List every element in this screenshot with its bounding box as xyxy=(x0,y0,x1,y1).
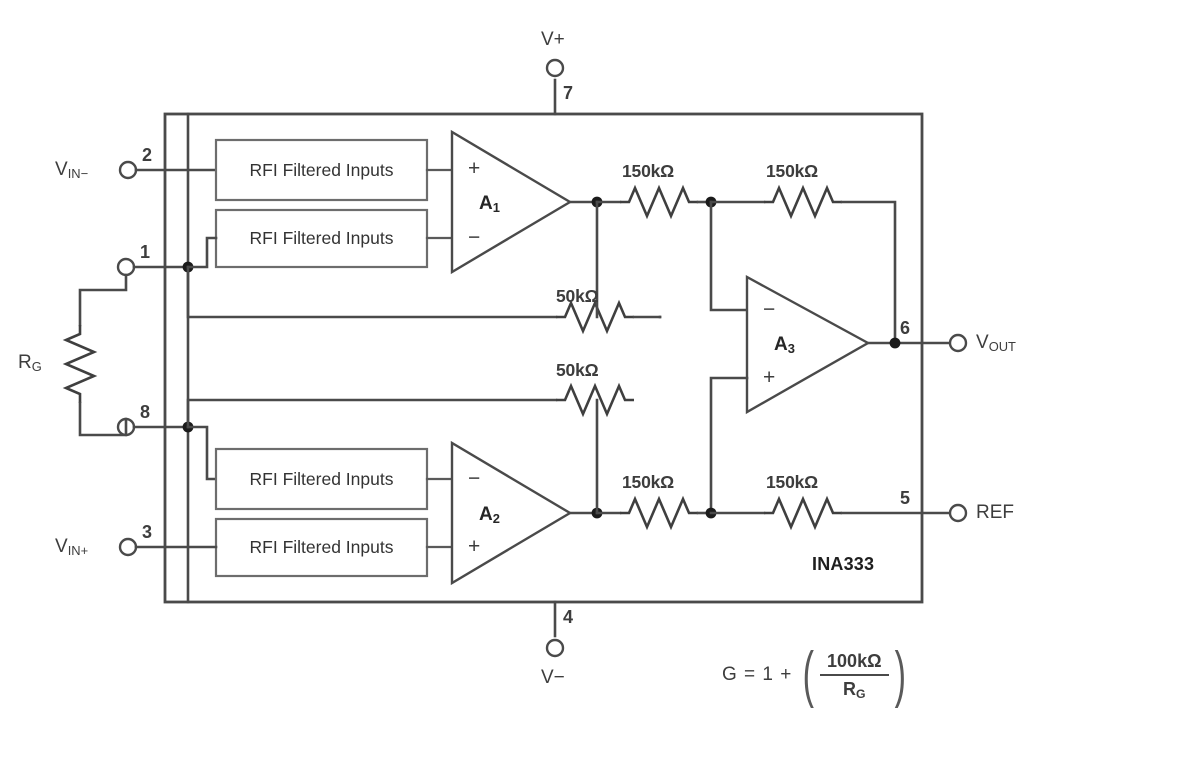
terminal-ref[interactable] xyxy=(948,503,968,523)
pin-number-5: 5 xyxy=(900,488,911,508)
amplifier-a3-label-sub: 3 xyxy=(787,341,795,357)
pin-number-3: 3 xyxy=(142,522,153,542)
amplifier-a2-label-sub: 2 xyxy=(492,511,500,527)
amplifier-a1-label-main: A xyxy=(479,193,493,214)
resistor-r-a2-in-label: 150kΩ xyxy=(622,472,674,492)
amplifier-a3-body xyxy=(745,274,871,415)
resistor-r-a1-in-label: 150kΩ xyxy=(622,161,674,181)
amplifier-a2-label: A2 xyxy=(479,504,500,527)
gain-equation-bracket-close: ) xyxy=(894,640,906,709)
rfi-block-a2-minus-box xyxy=(214,447,429,511)
label-rg-sub: G xyxy=(31,359,42,375)
gain-equation-fraction: 100kΩ RG xyxy=(820,650,889,702)
terminal-vout[interactable] xyxy=(948,333,968,353)
gain-equation-lead: G = 1 + xyxy=(722,664,793,686)
resistor-r-fb-a1 xyxy=(556,299,634,335)
label-vin-plus: VIN+ xyxy=(55,536,89,559)
wire-r2-to-output xyxy=(840,200,897,345)
wire-rg-bottom-leg xyxy=(78,401,128,437)
pin-number-7: 7 xyxy=(563,83,574,103)
resistor-rg xyxy=(62,325,98,403)
wire-pin8-to-rfi-a2-minus xyxy=(186,425,218,481)
pin-number-6: 6 xyxy=(900,318,911,338)
gain-equation-bracket-open: ( xyxy=(803,640,815,709)
amplifier-a1-body xyxy=(450,129,573,275)
resistor-r-fb-a2-label: 50kΩ xyxy=(556,360,599,380)
label-vin-plus-main: V xyxy=(55,536,68,557)
terminal-rg-top[interactable] xyxy=(116,257,136,277)
resistor-r-a1-in xyxy=(620,184,698,220)
amplifier-a1-label-sub: 1 xyxy=(492,200,500,216)
rfi-block-a1-plus-box xyxy=(214,138,429,202)
label-vin-minus-sub: IN− xyxy=(67,166,89,182)
terminal-vin-plus[interactable] xyxy=(118,537,138,557)
resistor-r-fb-a2 xyxy=(556,382,634,418)
label-vout: VOUT xyxy=(976,332,1016,355)
label-vout-main: V xyxy=(976,332,989,353)
part-number-label: INA333 xyxy=(812,554,875,574)
rfi-block-a1-plus-label: RFI Filtered Inputs xyxy=(249,159,394,180)
resistor-r-fb-a1-label: 50kΩ xyxy=(556,286,599,306)
gain-equation-denominator-main: R xyxy=(843,679,856,700)
rfi-block-a1-minus-label: RFI Filtered Inputs xyxy=(249,228,394,248)
gain-equation-denominator-sub: G xyxy=(856,687,866,702)
chip-outline xyxy=(163,112,924,604)
wire-pin1-to-r-fb-a1 xyxy=(186,265,558,319)
wire-pin1-to-rfi-a1-minus xyxy=(186,236,218,269)
rfi-block-a2-plus-label: RFI Filtered Inputs xyxy=(249,537,394,557)
label-vminus: V− xyxy=(541,667,565,688)
gain-equation-fraction-bar xyxy=(820,673,889,677)
amplifier-a3-plus-sign: + xyxy=(763,366,776,389)
pin-number-1: 1 xyxy=(140,242,151,262)
label-vin-minus: VIN− xyxy=(55,159,89,182)
gain-equation: G = 1 + ( 100kΩ RG ) xyxy=(722,640,910,709)
label-rg: RG xyxy=(18,352,42,375)
amplifier-a1-minus-sign: − xyxy=(468,226,481,249)
label-vin-plus-sub: IN+ xyxy=(67,543,89,559)
wire-node-to-a3-minus xyxy=(709,200,749,312)
gain-equation-denominator: RG xyxy=(836,676,873,702)
terminal-vplus[interactable] xyxy=(545,58,565,78)
terminal-vin-minus[interactable] xyxy=(118,160,138,180)
amplifier-a3-label: A3 xyxy=(774,334,795,357)
label-vout-sub: OUT xyxy=(988,339,1016,355)
resistor-r-a3-ref-label: 150kΩ xyxy=(766,472,818,492)
amplifier-a2-minus-sign: − xyxy=(468,467,481,490)
amplifier-a3-minus-sign: − xyxy=(763,298,776,321)
gain-equation-numerator: 100kΩ xyxy=(827,650,882,671)
wire-pin8-to-r-fb-a2 xyxy=(186,398,558,429)
amplifier-a2-label-main: A xyxy=(479,504,493,525)
amplifier-a2-plus-sign: + xyxy=(468,535,481,558)
amplifier-a2-body xyxy=(450,440,573,586)
amplifier-a3-label-main: A xyxy=(774,334,788,355)
terminal-vminus[interactable] xyxy=(545,638,565,658)
resistor-r-a3-fb-top-label: 150kΩ xyxy=(766,161,818,181)
label-vin-minus-main: V xyxy=(55,159,68,180)
amplifier-a1-plus-sign: + xyxy=(468,157,481,180)
resistor-r-a3-ref xyxy=(764,495,842,531)
pin-number-2: 2 xyxy=(142,145,153,165)
pin-number-4: 4 xyxy=(563,607,574,627)
resistor-r-a3-fb-top xyxy=(764,184,842,220)
wire-rg-top-leg xyxy=(78,273,128,327)
label-vplus: V+ xyxy=(541,29,565,50)
wire-a3-plus-to-ref-node xyxy=(709,376,749,515)
node-a3-output xyxy=(889,337,901,349)
pin-number-8: 8 xyxy=(140,402,151,422)
rfi-block-a2-minus-label: RFI Filtered Inputs xyxy=(249,468,394,489)
label-rg-main: R xyxy=(18,352,32,373)
label-ref: REF xyxy=(976,502,1014,523)
amplifier-a1-label: A1 xyxy=(479,193,500,216)
resistor-r-a2-in xyxy=(620,495,698,531)
